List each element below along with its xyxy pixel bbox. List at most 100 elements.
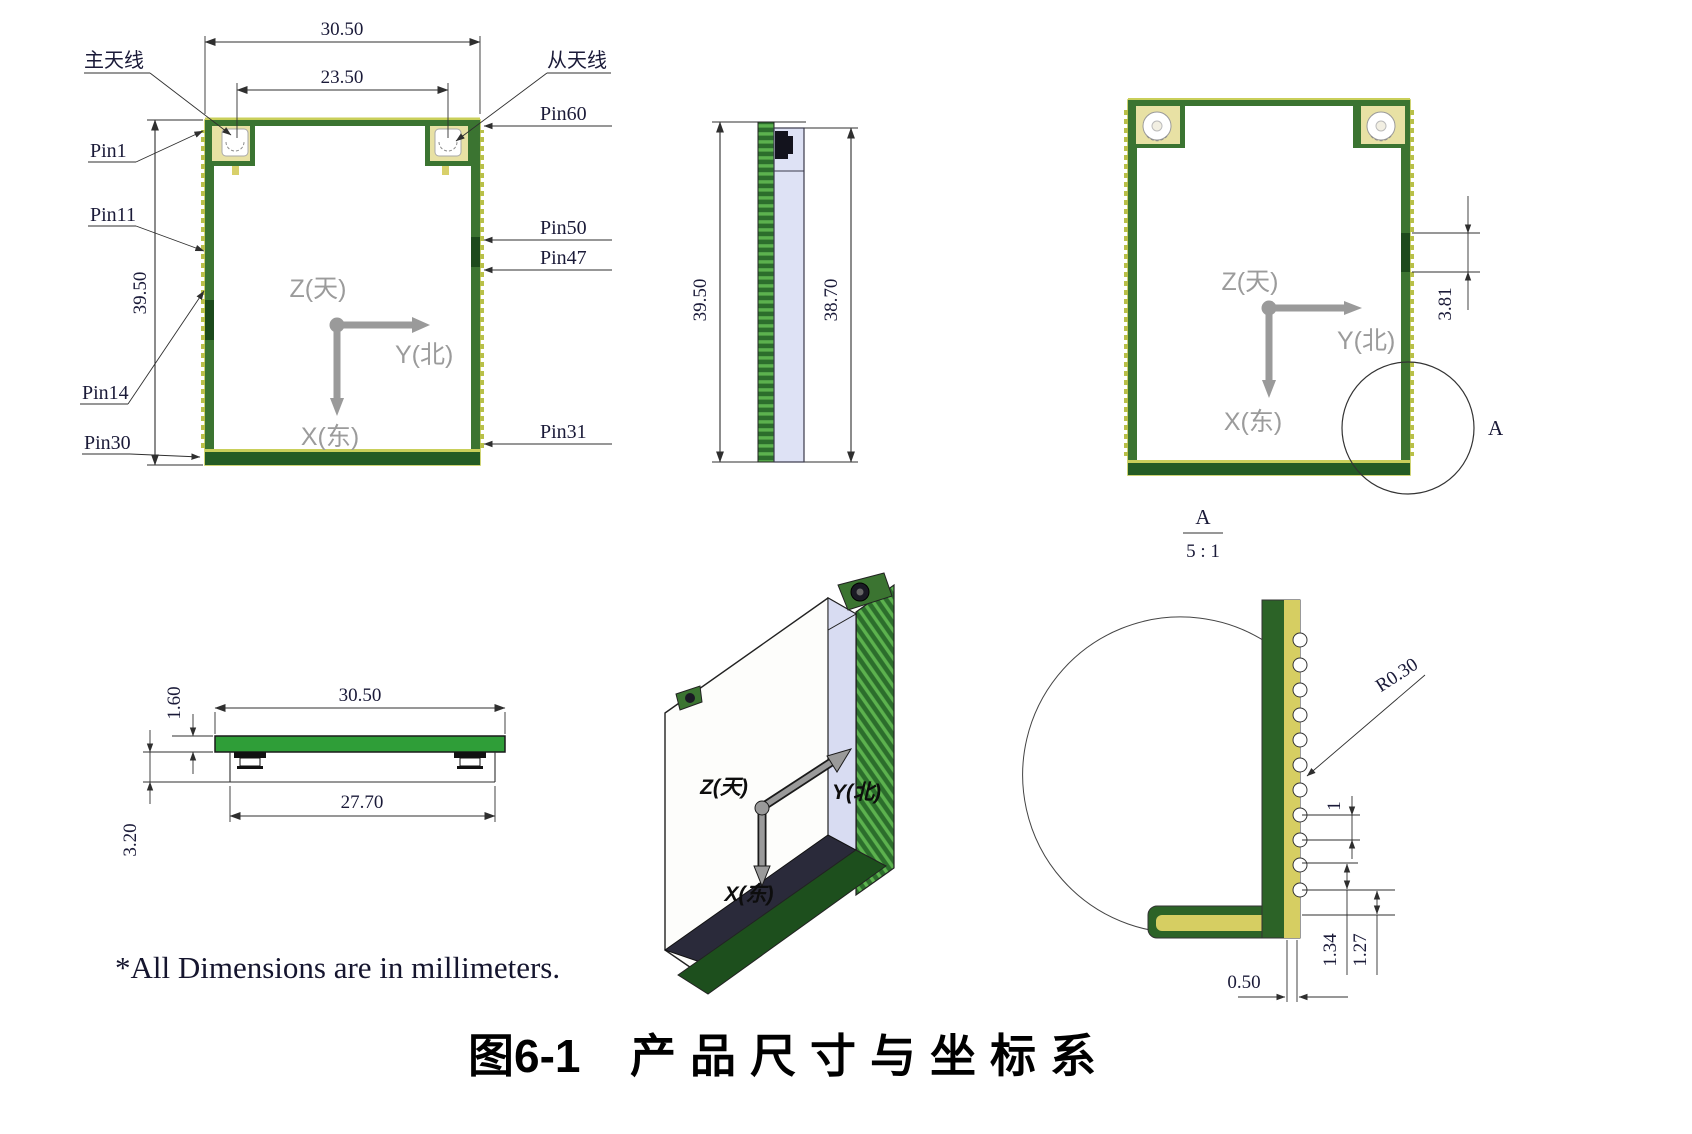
dim-bottom-width-text: 30.50 bbox=[339, 685, 382, 706]
dim-antenna-pitch: 23.50 bbox=[236, 67, 449, 138]
pin-labels-right: Pin60 Pin50 Pin47 Pin31 bbox=[483, 103, 612, 448]
iso-pcb-edge bbox=[855, 583, 895, 897]
dim-len-a-text: 1.34 bbox=[1320, 933, 1341, 967]
dim-rear-pad-height: 3.81 bbox=[1412, 196, 1480, 321]
dim-bottom-width: 30.50 bbox=[214, 685, 506, 734]
y-axis-arrow bbox=[826, 748, 853, 773]
dim-pcb-thickness-text: 1.60 bbox=[164, 686, 185, 719]
rear-axes: Z(天) Y(北) X(东) bbox=[1222, 268, 1396, 436]
dim-side-pcb-height-text: 39.50 bbox=[690, 279, 711, 322]
main-antenna-label: 主天线 bbox=[84, 49, 144, 72]
ground-pad-left bbox=[205, 300, 214, 340]
dim-pcb-thickness: 1.60 bbox=[143, 686, 213, 774]
x-axis-label: X(东) bbox=[1224, 408, 1282, 436]
dim-shield-width: 27.70 bbox=[229, 786, 496, 822]
dim-len-b-text: 1.27 bbox=[1350, 933, 1371, 966]
dim-total-height: 3.20 bbox=[120, 730, 232, 857]
y-axis-label: Y(北) bbox=[832, 781, 881, 804]
axes-origin bbox=[329, 317, 345, 333]
x-axis-arrow bbox=[753, 865, 771, 888]
iso-view: Z(天) Y(北) X(东) bbox=[663, 572, 895, 995]
dim-radius-text: R0.30 bbox=[1372, 654, 1422, 697]
dim-edge-offset: 0.50 bbox=[1227, 940, 1348, 1002]
bottom-pcb-bar bbox=[214, 735, 506, 753]
detail-circle-A: A bbox=[1341, 361, 1504, 495]
rear-ground-pad bbox=[1401, 233, 1410, 272]
dim-antenna-pitch-text: 23.50 bbox=[321, 67, 364, 88]
y-axis-label: Y(北) bbox=[1337, 327, 1395, 355]
diversity-antenna-connector bbox=[425, 120, 475, 175]
pin1-label: Pin1 bbox=[90, 140, 127, 162]
dim-castellation-radius: R0.30 bbox=[1306, 654, 1426, 777]
bottom-shield-outline bbox=[229, 752, 496, 783]
bottom-view: 30.50 1.60 bbox=[120, 685, 506, 857]
bottom-connector-right bbox=[454, 752, 486, 769]
axes-origin bbox=[754, 800, 770, 816]
z-axis-label: Z(天) bbox=[1222, 268, 1279, 296]
dim-front-width: 30.50 bbox=[204, 19, 481, 114]
dim-side-shield-height-text: 38.70 bbox=[821, 279, 842, 322]
x-axis-arrow bbox=[1262, 380, 1276, 398]
iso-axes: Z(天) Y(北) X(东) bbox=[699, 748, 881, 906]
x-axis-label: X(东) bbox=[301, 423, 359, 451]
dim-side-pcb-height: 39.50 bbox=[690, 121, 724, 463]
y-axis-arrow bbox=[1344, 301, 1362, 315]
dim-pitch-text: 1 bbox=[1324, 801, 1345, 811]
ground-pad-right bbox=[471, 237, 480, 267]
figure-title: 产品尺寸与坐标系 bbox=[630, 1030, 1110, 1082]
rear-antenna-left bbox=[1128, 100, 1185, 148]
dim-pad-height-text: 3.81 bbox=[1435, 287, 1456, 320]
rear-antenna-right bbox=[1353, 100, 1410, 148]
pin47-label: Pin47 bbox=[540, 247, 587, 269]
iso-pcb-bottom bbox=[677, 849, 887, 995]
iso-shield-top bbox=[827, 597, 858, 631]
x-axis-arrow bbox=[330, 398, 344, 416]
dim-pad-length-a: 1.34 bbox=[1302, 862, 1395, 975]
rear-module-outline bbox=[1124, 98, 1414, 476]
castellation-notches bbox=[1292, 632, 1308, 898]
detail-callout: A 5 : 1 bbox=[1183, 505, 1223, 562]
bottom-connector-left bbox=[234, 752, 266, 769]
dim-width-text: 30.50 bbox=[321, 19, 364, 40]
front-view: 30.50 23.50 39.50 主天线 从天线 Pin1 bbox=[80, 19, 612, 466]
diversity-antenna-label: 从天线 bbox=[547, 49, 607, 72]
side-view: 39.50 38.70 bbox=[690, 121, 858, 463]
figure-caption: 图6-1 产品尺寸与坐标系 bbox=[468, 1030, 1110, 1082]
pin14-label: Pin14 bbox=[82, 382, 129, 404]
axes-origin bbox=[1261, 300, 1277, 316]
side-pcb-edge bbox=[757, 121, 775, 463]
dim-front-height: 39.50 bbox=[130, 119, 203, 466]
antenna-labels: 主天线 从天线 bbox=[84, 49, 611, 142]
dim-shield-width-text: 27.70 bbox=[341, 792, 384, 813]
pin50-label: Pin50 bbox=[540, 217, 587, 239]
pin11-label: Pin11 bbox=[90, 204, 136, 226]
dim-height-text: 39.50 bbox=[130, 272, 151, 315]
dimensions-note: *All Dimensions are in millimeters. bbox=[115, 950, 560, 985]
dim-pad-length-b: 1.27 bbox=[1302, 890, 1395, 975]
dim-side-shield-height: 38.70 bbox=[821, 127, 855, 463]
callout-label: A bbox=[1195, 505, 1211, 529]
detail-boundary-arc bbox=[1022, 616, 1267, 934]
side-shield-body bbox=[773, 127, 805, 463]
dim-total-height-text: 3.20 bbox=[120, 823, 141, 856]
detail-pcb-edge-strip bbox=[1261, 599, 1308, 939]
front-module-outline bbox=[201, 117, 484, 466]
side-antenna-connector bbox=[775, 131, 788, 159]
pin60-label: Pin60 bbox=[540, 103, 587, 125]
front-axes: Z(天) Y(北) X(东) bbox=[290, 275, 454, 451]
y-axis-arrow bbox=[412, 317, 430, 333]
castellation-right bbox=[480, 130, 484, 448]
dim-offset-text: 0.50 bbox=[1227, 972, 1260, 993]
dim-pin-pitch: 1 bbox=[1302, 796, 1360, 859]
x-axis-label: X(东) bbox=[724, 882, 774, 906]
z-axis-label: Z(天) bbox=[290, 275, 347, 303]
pin31-label: Pin31 bbox=[540, 421, 587, 443]
z-axis-label: Z(天) bbox=[699, 776, 748, 799]
rear-view: Z(天) Y(北) X(东) 3.81 A A 5 : 1 bbox=[1124, 98, 1504, 562]
pin30-label: Pin30 bbox=[84, 432, 131, 454]
callout-scale: 5 : 1 bbox=[1186, 541, 1220, 562]
y-axis-label: Y(北) bbox=[395, 341, 453, 369]
pin-labels-left: Pin1 Pin11 Pin14 Pin30 bbox=[80, 130, 205, 460]
